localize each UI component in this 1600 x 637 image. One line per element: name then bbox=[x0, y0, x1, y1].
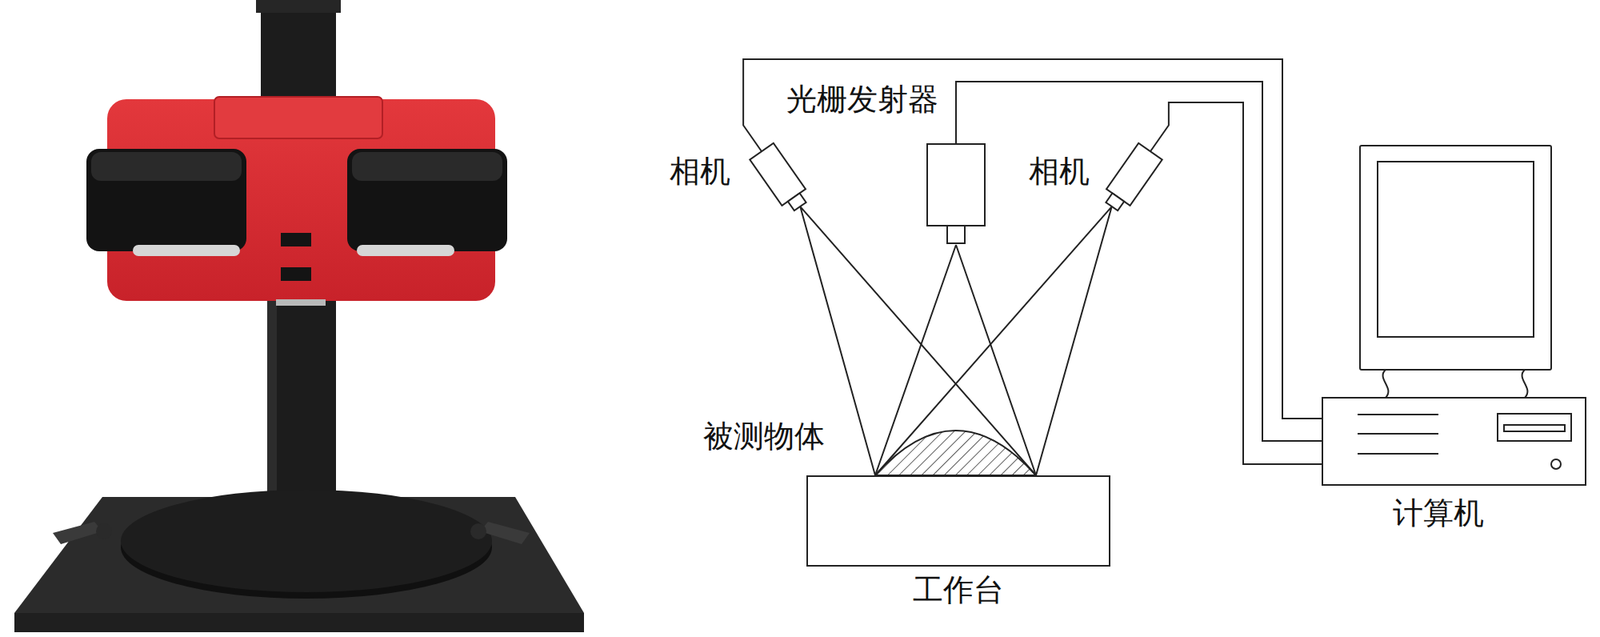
power-button bbox=[1551, 459, 1561, 469]
camera-lens bbox=[1105, 192, 1124, 211]
cable bbox=[956, 81, 1322, 441]
camera-lens bbox=[788, 192, 807, 211]
light-ray bbox=[875, 206, 1112, 476]
camera-outline bbox=[748, 140, 812, 215]
node-label: 被测物体 bbox=[703, 420, 825, 454]
monitor bbox=[1360, 145, 1552, 370]
grating-projector-outline bbox=[926, 143, 986, 245]
grating-projector: 光栅发射器 bbox=[926, 143, 986, 245]
clamp-knob bbox=[96, 523, 112, 540]
projector-lens bbox=[947, 225, 965, 244]
camera-outline bbox=[1100, 140, 1164, 215]
computer-outline bbox=[1321, 144, 1587, 531]
post-cap bbox=[256, 0, 341, 13]
node-label: 计算机 bbox=[1392, 496, 1484, 531]
clamp-knob bbox=[470, 523, 487, 540]
clamp bbox=[52, 521, 103, 544]
object-dome bbox=[875, 430, 1036, 476]
computer-case bbox=[1322, 397, 1586, 485]
cable bbox=[743, 59, 1322, 419]
measured-object-outline bbox=[875, 430, 1036, 476]
base-edge bbox=[14, 612, 584, 632]
computer: 计算机 bbox=[1321, 144, 1587, 531]
case-vent bbox=[1357, 452, 1439, 455]
measured-object: 被测物体 bbox=[875, 430, 1036, 476]
camera-group bbox=[1100, 143, 1163, 215]
projector-window bbox=[276, 299, 326, 306]
vent-slot bbox=[280, 232, 312, 247]
node-label: 相机 bbox=[669, 155, 731, 189]
monitor-stand bbox=[1522, 369, 1528, 398]
camera: 相机 bbox=[1100, 140, 1164, 215]
disk-slot bbox=[1504, 424, 1565, 432]
housing-tab bbox=[214, 96, 383, 139]
disk-drive bbox=[1497, 413, 1572, 441]
stand-post bbox=[267, 288, 336, 498]
module-top bbox=[352, 152, 503, 181]
vent-slot bbox=[280, 267, 312, 281]
worktable-box bbox=[807, 476, 1110, 566]
node-label: 工作台 bbox=[912, 573, 1004, 608]
light-ray bbox=[800, 206, 1036, 476]
monitor-screen bbox=[1377, 161, 1534, 337]
camera-module bbox=[86, 148, 247, 252]
node-label: 相机 bbox=[1028, 155, 1090, 189]
worktable-outline bbox=[806, 475, 1111, 567]
camera-module bbox=[347, 148, 508, 252]
lens-window bbox=[132, 244, 240, 256]
post-highlight bbox=[267, 288, 277, 498]
module-top bbox=[91, 152, 242, 181]
turntable bbox=[120, 489, 492, 592]
stand-post bbox=[260, 0, 336, 112]
node-label: 光栅发射器 bbox=[786, 83, 939, 117]
projector-body bbox=[927, 144, 985, 226]
clamp bbox=[480, 521, 530, 544]
case-vent bbox=[1357, 432, 1439, 435]
lens-window bbox=[356, 244, 455, 256]
camera: 相机 bbox=[748, 140, 812, 215]
worktable: 工作台 bbox=[806, 475, 1111, 567]
camera-group bbox=[749, 143, 812, 215]
cable bbox=[1150, 102, 1322, 464]
light-ray bbox=[875, 244, 1036, 476]
monitor-stand bbox=[1383, 369, 1389, 398]
case-vent bbox=[1357, 413, 1439, 416]
